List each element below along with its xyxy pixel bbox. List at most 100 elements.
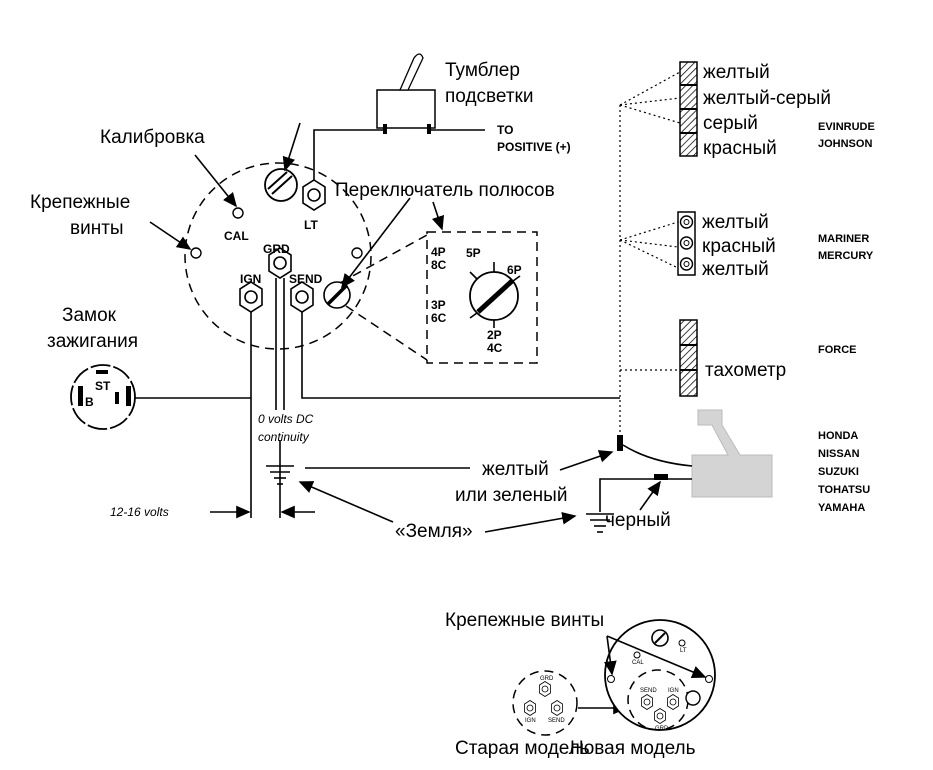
- brand-suzuki: SUZUKI: [818, 466, 859, 478]
- ground-arrow-right: [484, 511, 577, 533]
- old-ign-label: IGN: [525, 718, 536, 724]
- zero-volts-label-2: continuity: [258, 430, 310, 444]
- yellow-green-label-2: или зеленый: [455, 485, 567, 506]
- volts-label: 12-16 volts: [110, 505, 169, 519]
- new-ign-label: IGN: [668, 688, 679, 694]
- new-screw-arrow-right: [606, 635, 707, 678]
- new-send-label: SEND: [640, 688, 657, 694]
- mariner-wire-2: красный: [702, 236, 776, 257]
- yellow-green-label-1: желтый: [482, 459, 549, 480]
- ground-arrow-left: [298, 481, 394, 523]
- calibration-label: Калибровка: [100, 127, 205, 148]
- ignition-label-1: Замок: [62, 305, 117, 326]
- dial-8c: 8C: [431, 258, 447, 272]
- new-grd-label: GRD: [655, 726, 669, 732]
- to-label: TO: [497, 123, 513, 137]
- mount-screws-label-1: Крепежные: [30, 192, 130, 213]
- mariner-connectors: [677, 211, 696, 276]
- black-wire: [599, 478, 692, 512]
- mount-screw-left: [190, 247, 202, 259]
- mount-screw-right: [351, 247, 363, 259]
- new-cal-label: CAL: [632, 660, 644, 666]
- brand-force: FORCE: [818, 344, 857, 356]
- zero-volts-label-1: 0 volts DC: [258, 412, 314, 426]
- evinrude-wire-4: красный: [703, 138, 777, 159]
- evinrude-wire-1: желтый: [703, 62, 770, 83]
- calibration-screw[interactable]: [264, 168, 298, 202]
- yellow-connector: [617, 435, 623, 451]
- new-model-label: Новая модель: [570, 738, 696, 759]
- ign-label: IGN: [240, 272, 261, 286]
- ignition-st-label: ST: [95, 379, 111, 393]
- engine-module: [691, 409, 773, 498]
- lt-terminal: [302, 179, 326, 211]
- old-model: GRD IGN SEND: [512, 670, 578, 736]
- dial-6p: 6P: [507, 263, 522, 277]
- engine-ground-symbol: [586, 513, 614, 533]
- force-connectors: [679, 319, 698, 397]
- dial-3p: 3P: [431, 298, 446, 312]
- black-connector: [654, 474, 668, 480]
- mariner-wire-1: желтый: [702, 212, 769, 233]
- toggle-label-1: Тумблер: [445, 60, 520, 81]
- engine-signal-wire: [622, 444, 693, 467]
- brand-honda: HONDA: [818, 430, 858, 442]
- evinrude-connectors: [679, 61, 698, 157]
- cal-label: CAL: [224, 229, 249, 243]
- light-arrow: [282, 122, 301, 172]
- ground-label: «Земля»: [395, 521, 473, 542]
- positive-label: POSITIVE (+): [497, 140, 571, 154]
- pole-switch-label: Переключатель полюсов: [335, 180, 555, 201]
- mount-screws-arrow: [149, 221, 192, 250]
- old-send-label: SEND: [548, 718, 565, 724]
- dial-6c: 6C: [431, 311, 447, 325]
- brand-yamaha: YAMAHA: [818, 502, 865, 514]
- ignition-label-2: зажигания: [47, 331, 138, 352]
- gauge-outline: [184, 162, 372, 350]
- force-wire-tach: тахометр: [705, 360, 786, 381]
- new-screw-arrow-left: [603, 635, 617, 676]
- pole-switch-arrow: [341, 197, 411, 289]
- lt-wire: [313, 129, 385, 180]
- yellow-wire-arrow: [559, 450, 614, 471]
- gauge-back: CAL LT GRD IGN SEND: [184, 162, 372, 350]
- mount-screws-label-2: винты: [70, 218, 124, 239]
- cal-hole: [232, 207, 244, 219]
- pole-switch-small: [323, 281, 351, 309]
- dial-5p: 5P: [466, 246, 481, 260]
- send-label: SEND: [289, 272, 323, 286]
- ign-terminal: [239, 281, 263, 313]
- toggle-label-2: подсветки: [445, 86, 533, 107]
- pole-switch-detail: 4P 8C 5P 6P 3P 6C 2P 4C: [339, 231, 538, 364]
- dial-2p: 2P: [487, 328, 502, 342]
- brand-mariner: MARINER: [818, 233, 869, 245]
- pole-switch-arrow-2: [431, 201, 445, 231]
- brand-johnson: JOHNSON: [818, 138, 872, 150]
- dial-pointer: [476, 279, 514, 314]
- send-wire: [301, 312, 620, 399]
- ignition-switch: B ST: [70, 364, 136, 430]
- black-label: черный: [605, 510, 671, 531]
- new-lt-label: LT: [680, 648, 687, 654]
- grd-label: GRD: [263, 242, 290, 256]
- dial-4c: 4C: [487, 341, 503, 355]
- dial-4p: 4P: [431, 245, 446, 259]
- brand-tohatsu: TOHATSU: [818, 484, 870, 496]
- ignition-b-label: B: [85, 395, 94, 409]
- toggle-switch: [376, 53, 436, 134]
- send-terminal: [290, 281, 314, 313]
- mariner-wire-3: желтый: [702, 259, 769, 280]
- calibration-arrow: [194, 154, 238, 208]
- evinrude-wire-2: желтый-серый: [703, 88, 831, 109]
- ground-symbol: [266, 465, 294, 485]
- lt-label: LT: [304, 218, 318, 232]
- models-mount-screws-label: Крепежные винты: [445, 610, 604, 631]
- brand-nissan: NISSAN: [818, 448, 860, 460]
- old-model-label: Старая модель: [455, 738, 590, 759]
- evinrude-wire-3: серый: [703, 113, 758, 134]
- new-model: SEND IGN GRD CAL LT: [604, 619, 716, 732]
- brand-evinrude: EVINRUDE: [818, 121, 875, 133]
- black-wire-arrow: [639, 480, 661, 511]
